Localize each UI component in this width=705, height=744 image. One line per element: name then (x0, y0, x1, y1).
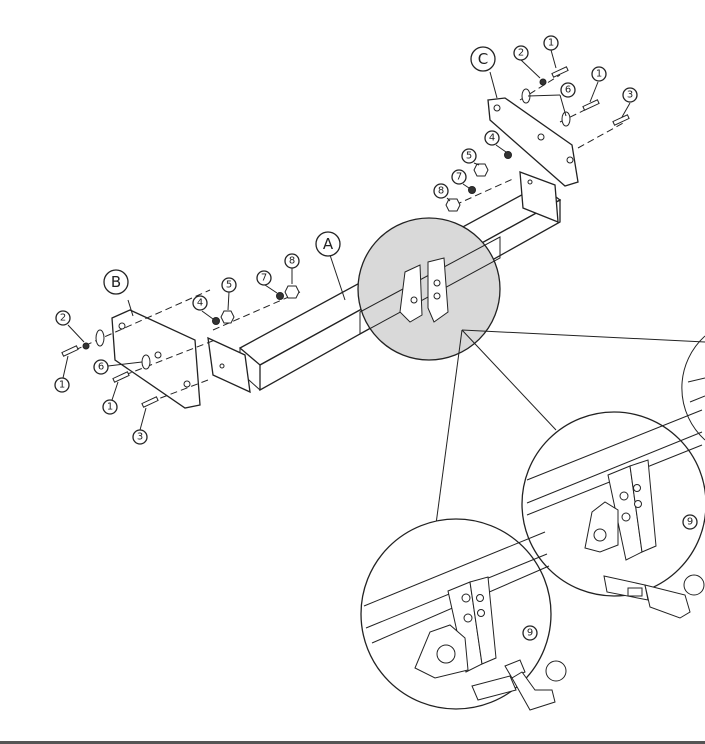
right-bracket (487, 71, 579, 187)
callout-part-1-left-top: 1 (54, 377, 70, 393)
callout-assembly-b: B (103, 269, 129, 295)
callout-part-5-right: 5 (461, 148, 477, 164)
part-number-label: 1 (107, 402, 113, 413)
right-hardware (445, 66, 630, 212)
part-number-label: 5 (226, 280, 232, 291)
callout-part-8-left: 8 (284, 253, 300, 269)
magnifier-detail (357, 217, 501, 361)
assembly-label-a: A (323, 235, 334, 253)
callout-part-9-middle: 9 (682, 514, 698, 530)
callout-part-7-left: 7 (256, 270, 272, 286)
part-number-label: 9 (527, 628, 533, 639)
part-number-label: 7 (456, 172, 462, 183)
part-number-label: 2 (60, 313, 66, 324)
callout-part-5-left: 5 (221, 277, 237, 293)
callout-part-2-right: 2 (513, 45, 529, 61)
left-bracket (111, 299, 201, 409)
part-number-label: 4 (489, 133, 495, 144)
detail-circle-bottom (360, 518, 567, 711)
callout-part-4-right: 4 (484, 130, 500, 146)
callout-part-6-left: 6 (93, 359, 109, 375)
callout-assembly-c: C (470, 46, 496, 72)
part-number-label: 4 (197, 298, 203, 309)
part-number-label: 8 (438, 186, 444, 197)
detail-circle-right-partial (681, 335, 705, 441)
footer-rule (0, 741, 705, 744)
left-hardware (61, 285, 301, 408)
callout-part-6-right: 6 (560, 82, 576, 98)
part-number-label: 5 (466, 151, 472, 162)
part-number-label: 7 (261, 273, 267, 284)
part-number-label: 2 (518, 48, 524, 59)
callout-part-3-right: 3 (622, 87, 638, 103)
callout-part-8-right: 8 (433, 183, 449, 199)
part-number-label: 6 (98, 362, 104, 373)
assembly-label-b: B (111, 273, 121, 291)
callout-part-3-left: 3 (132, 429, 148, 445)
part-number-label: 3 (137, 432, 143, 443)
callout-part-1-right-mid: 1 (591, 66, 607, 82)
callout-part-2-left: 2 (55, 310, 71, 326)
part-number-label: 1 (548, 38, 554, 49)
part-number-label: 1 (59, 380, 65, 391)
part-number-label: 6 (565, 85, 571, 96)
part-number-label: 1 (596, 69, 602, 80)
callout-assembly-a: A (315, 231, 341, 257)
callout-part-1-right-top: 1 (543, 35, 559, 51)
assembly-label-c: C (478, 50, 488, 68)
callout-part-4-left: 4 (192, 295, 208, 311)
callout-part-9-bottom: 9 (522, 625, 538, 641)
projection-lines (435, 329, 705, 525)
callout-part-7-right: 7 (451, 169, 467, 185)
detail-circle-middle (521, 409, 705, 619)
part-number-label: 3 (627, 90, 633, 101)
callout-part-1-left-mid: 1 (102, 399, 118, 415)
part-number-label: 9 (687, 517, 693, 528)
part-number-label: 8 (289, 256, 295, 267)
